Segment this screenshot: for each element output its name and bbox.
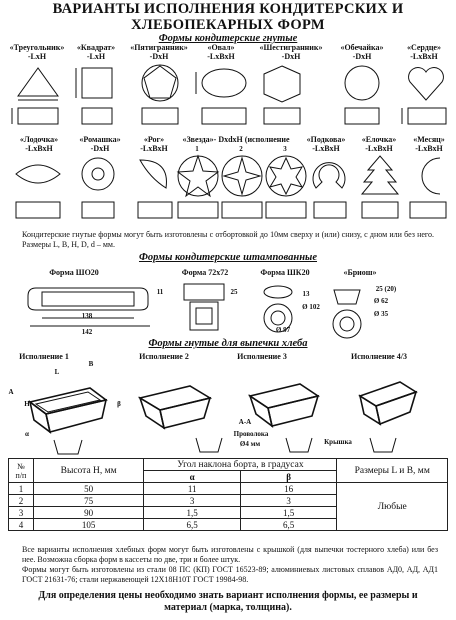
label-hexagon: «Шестигранник»-DxH (259, 43, 323, 61)
label-variant-3: Исполнение 3 (237, 352, 287, 361)
label-brioche: «Бриош» (343, 268, 377, 277)
wire-label: Проволока (233, 430, 269, 438)
label-sho20: Форма ШО20 (49, 268, 99, 277)
dim-B: B (88, 360, 94, 368)
label-daisy: «Ромашка»-DxH (79, 135, 121, 153)
th-alpha: α (143, 470, 241, 483)
cell-alpha: 3 (143, 494, 241, 507)
dim-A: A (8, 388, 14, 396)
dim-72-25: 25 (230, 288, 238, 296)
dim-alpha: α (25, 430, 29, 438)
cell-alpha: 11 (143, 482, 241, 495)
label-square: «Квадрат»-LxH (76, 43, 116, 61)
label-variant-2: Исполнение 2 (139, 352, 189, 361)
cell-num: 1 (8, 482, 34, 495)
label-triangle: «Треугольник»-LxH (9, 43, 65, 61)
label-crescent: «Месяц»-LxBxH (413, 135, 445, 153)
cell-num: 2 (8, 494, 34, 507)
dim-shk20-97: Ø 97 (275, 326, 291, 334)
table-row: 4 105 6,5 6,5 (8, 518, 448, 531)
table-row: 3 90 1,5 1,5 (8, 506, 448, 519)
cell-height: 90 (32, 506, 145, 519)
cell-height: 50 (32, 482, 145, 495)
dim-brioche-25: 25 (20) (375, 285, 397, 293)
bread-forms-drawing (28, 381, 418, 455)
dim-L: L (54, 368, 60, 376)
label-boat: «Лодочка»-LxBxH (19, 135, 59, 153)
label-heart: «Сердце»-LxBxH (407, 43, 441, 61)
label-fir-tree: «Елочка»-LxBxH (361, 135, 397, 153)
cell-size: Любые (336, 482, 448, 531)
label-variant-4: Исполнение 4/3 (351, 352, 407, 361)
lid-label: Крышка (324, 438, 352, 446)
label-pentagon: «Пятигранник»-DxH (130, 43, 188, 61)
cell-height: 105 (32, 518, 145, 531)
bread-forms-note: Все варианты исполнения хлебных форм мог… (22, 545, 438, 564)
dim-brioche-62: Ø 62 (373, 297, 389, 305)
dim-shk20-102: Ø 102 (302, 303, 320, 311)
th-height: Высота H, мм (32, 458, 145, 483)
pricing-note: Для определения цены необходимо знать ва… (38, 590, 418, 613)
dim-brioche-35: Ø 35 (373, 310, 389, 318)
dim-H: H (24, 400, 30, 408)
label-horseshoe: «Подкова»-LxBxH (306, 135, 346, 153)
section-aa-label: А-А (238, 418, 252, 426)
bent-forms-note: Кондитерские гнутые формы могут быть изг… (22, 230, 434, 249)
label-star: «Звезда»- DxdxH (исполнение (182, 135, 290, 144)
table-row: 1 50 11 16 Любые (8, 482, 448, 531)
dim-sho20-142: 142 (81, 328, 93, 336)
cell-num: 3 (8, 506, 34, 519)
label-ring: «Обечайка»-DxH (340, 43, 384, 61)
materials-note: Формы могут быть изготовлены из стали 08… (22, 565, 438, 584)
label-variant-1: Исполнение 1 (19, 352, 69, 361)
bent-forms-row2-drawing (15, 154, 447, 219)
bent-forms-row1-drawing (11, 64, 447, 125)
dim-sho20-138: 138 (81, 312, 93, 320)
page-title-line2: ХЛЕБОПЕКАРНЫХ ФОРМ (131, 17, 325, 33)
label-horn: «Рог»-LxBxH (140, 135, 168, 153)
th-angle: Угол наклона борта, в градусах (143, 458, 338, 471)
cell-alpha: 1,5 (143, 506, 241, 519)
label-72x72: Форма 72x72 (181, 268, 229, 277)
cell-beta: 6,5 (239, 518, 338, 531)
section-heading-bread: Формы гнутые для выпечки хлеба (148, 338, 308, 349)
th-beta: β (239, 470, 338, 483)
section-heading-bent: Формы кондитерские гнутые (158, 33, 298, 44)
cell-beta: 1,5 (239, 506, 338, 519)
cell-beta: 3 (239, 494, 338, 507)
table-row: 2 75 3 3 (8, 494, 448, 507)
dim-sho20-11: 11 (156, 288, 164, 296)
dim-beta: β (117, 400, 121, 408)
cell-height: 75 (32, 494, 145, 507)
cell-num: 4 (8, 518, 34, 531)
stamped-forms-drawing (27, 283, 362, 339)
star-variant-3: 3 (283, 145, 287, 153)
star-variant-1: 1 (195, 145, 199, 153)
star-variant-2: 2 (239, 145, 243, 153)
cell-beta: 16 (239, 482, 338, 495)
cell-alpha: 6,5 (143, 518, 241, 531)
wire-dim: Ø4 мм (239, 440, 261, 448)
th-size: Размеры L и B, мм (336, 458, 448, 483)
label-oval: «Овал»-LxBxH (207, 43, 235, 61)
section-heading-stamped: Формы кондитерские штампованные (138, 252, 318, 263)
dim-shk20-13: 13 (302, 290, 310, 298)
label-shk20: Форма ШК20 (260, 268, 310, 277)
page-title: ВАРИАНТЫ ИСПОЛНЕНИЯ КОНДИТЕРСКИХ И (52, 1, 404, 17)
